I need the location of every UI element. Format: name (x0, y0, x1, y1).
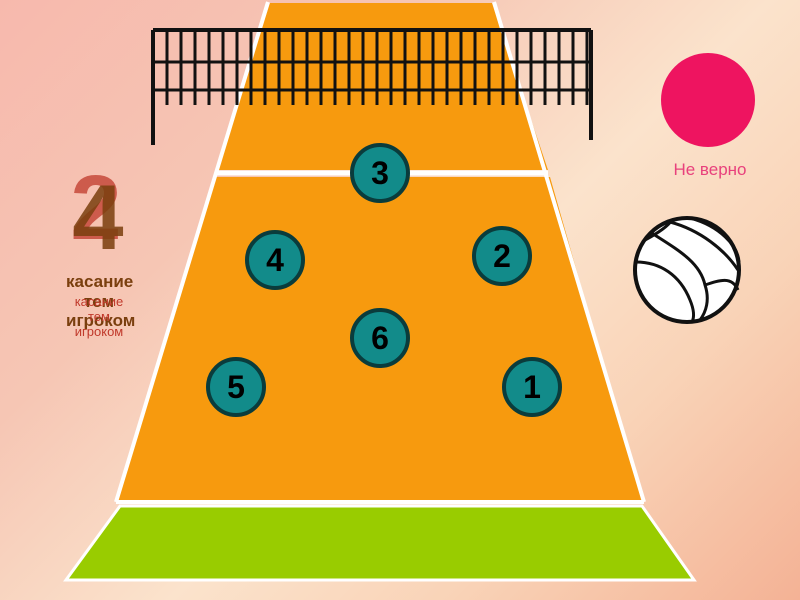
green-zone (66, 506, 694, 580)
position-2-button[interactable]: 2 (472, 226, 532, 286)
position-1-button[interactable]: 1 (502, 357, 562, 417)
red-circle-icon (661, 53, 755, 147)
touch-count-front: 4 (58, 172, 138, 264)
volleyball-icon[interactable] (635, 218, 739, 322)
position-6-button[interactable]: 6 (350, 308, 410, 368)
position-4-button[interactable]: 4 (245, 230, 305, 290)
caption-front: касание тем игроком (64, 295, 134, 340)
answer-label: Не верно (655, 160, 765, 180)
position-5-button[interactable]: 5 (206, 357, 266, 417)
position-3-button[interactable]: 3 (350, 143, 410, 203)
